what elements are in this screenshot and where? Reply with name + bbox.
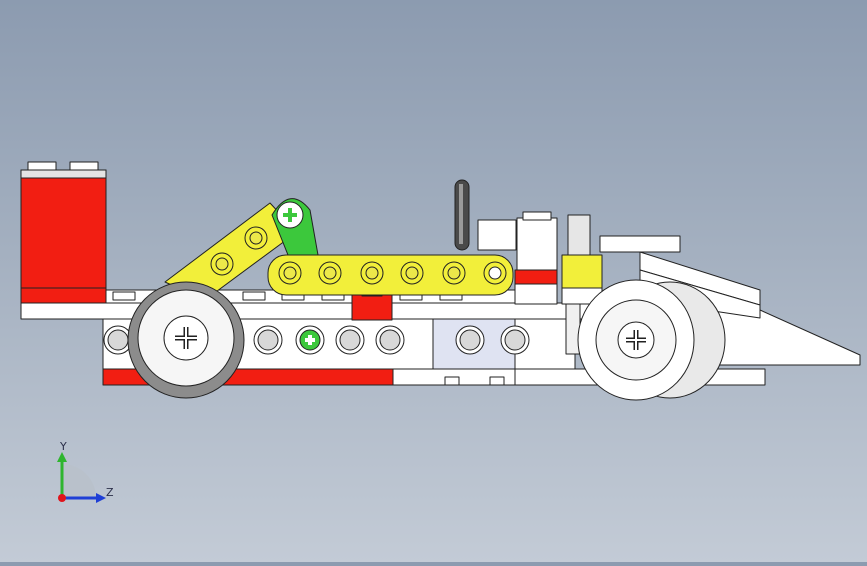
origin-marker — [58, 494, 66, 502]
front-wheel[interactable] — [577, 279, 726, 401]
green-bracket[interactable] — [271, 198, 319, 266]
steering-wheel[interactable] — [454, 179, 517, 251]
cockpit-brick[interactable] — [516, 217, 558, 271]
rear-wheel[interactable] — [127, 281, 245, 399]
z-axis-label: Z — [106, 486, 114, 499]
gear-assembly[interactable] — [561, 214, 603, 355]
green-axle-connector — [295, 325, 325, 355]
yellow-diagonal-arm[interactable] — [164, 202, 298, 301]
yellow-technic-beam[interactable] — [267, 254, 514, 296]
rear-red-brick[interactable] — [20, 161, 107, 304]
y-axis-label: Y — [59, 440, 67, 453]
coordinate-triad: Y Z — [57, 440, 114, 503]
triad-plane — [62, 464, 96, 498]
